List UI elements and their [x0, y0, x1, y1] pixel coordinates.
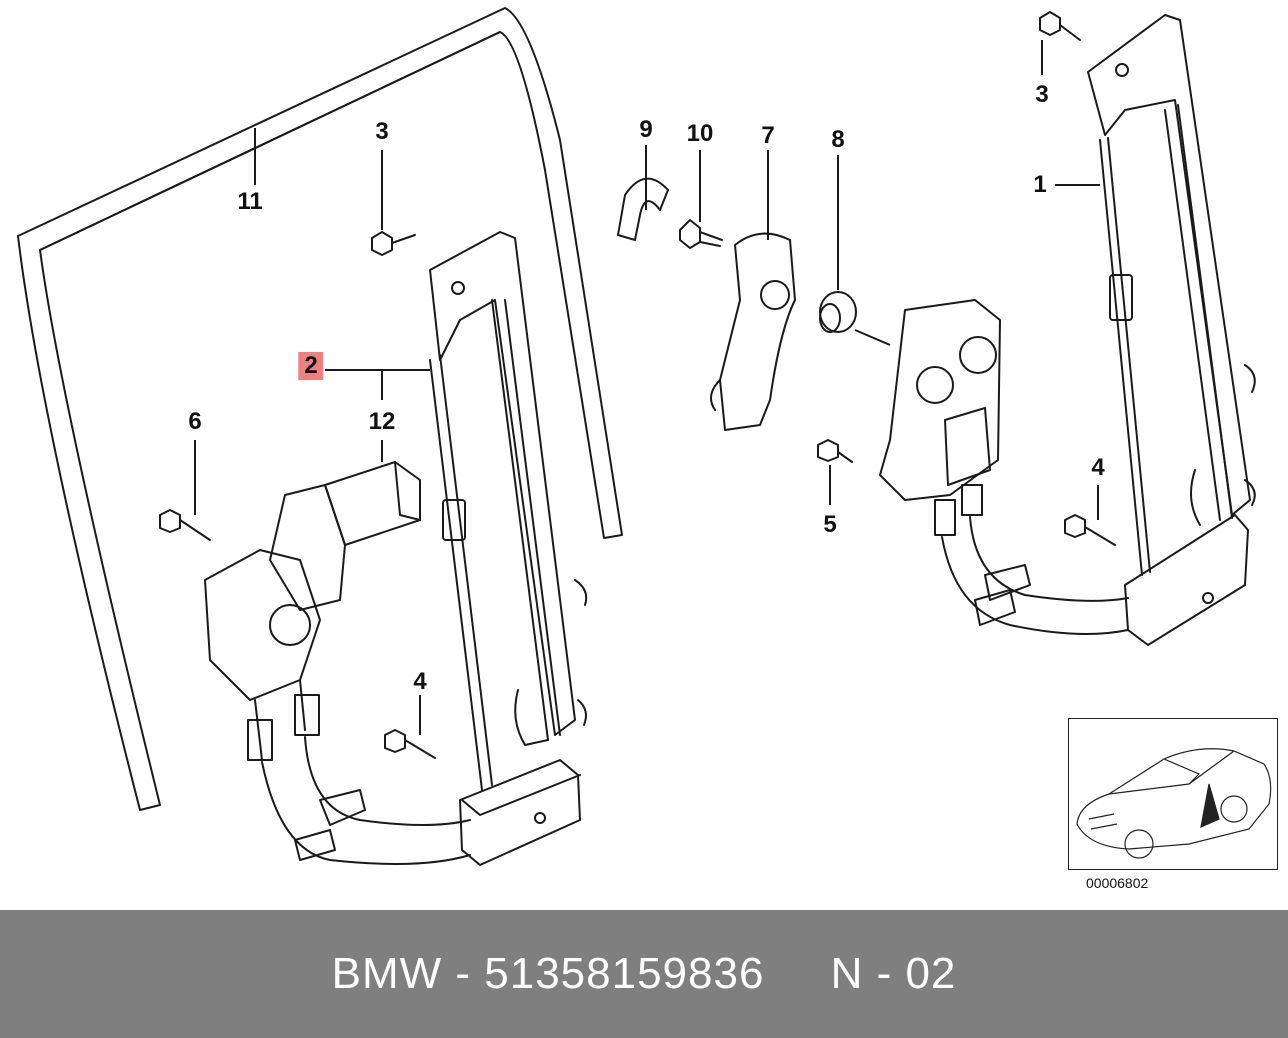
callout-3-right: 3: [1035, 81, 1049, 108]
callout-4-right: 4: [1091, 454, 1105, 481]
diagram-code: 00006802: [1086, 875, 1149, 891]
callout-7: 7: [761, 122, 775, 149]
callout-6: 6: [188, 408, 202, 435]
left-window-regulator: [429, 231, 588, 866]
callout-12: 12: [368, 408, 396, 435]
window-glass-outline: [17, 7, 623, 811]
car-outline-icon: [1076, 748, 1272, 859]
callout-5: 5: [823, 511, 837, 538]
screw-5: [817, 439, 853, 463]
leader-lines: [194, 40, 1100, 735]
bushing: [819, 291, 857, 333]
right-drive-unit: [879, 299, 1129, 635]
brand-text: BMW: [331, 949, 443, 998]
screw-4-right: [1064, 514, 1116, 546]
callout-9: 9: [639, 116, 653, 143]
callout-8: 8: [831, 126, 845, 153]
callout-10: 10: [686, 120, 714, 147]
gap-text: [764, 949, 830, 999]
callout-3-left: 3: [375, 118, 389, 145]
screw-10: [679, 219, 723, 249]
right-window-regulator: [1087, 14, 1256, 646]
callout-11: 11: [237, 188, 263, 215]
cover-cap: [617, 177, 669, 241]
callout-4-left: 4: [413, 668, 427, 695]
parts-diagram: [17, 7, 1256, 866]
screw-6: [159, 509, 211, 541]
callout-1: 1: [1033, 171, 1047, 198]
screw-3-left: [371, 231, 416, 256]
crank-lever: [710, 232, 796, 431]
screw-3-right: [1039, 11, 1081, 41]
part-footer-banner: BMW - 51358159836 N - 02: [0, 910, 1288, 1038]
left-drive-motor: [204, 461, 471, 865]
revision-text: N - 02: [830, 949, 957, 998]
vehicle-location-inset: [1068, 718, 1278, 870]
separator-text: -: [442, 949, 485, 998]
screw-4-left: [384, 729, 436, 759]
callout-2: 2: [298, 352, 324, 380]
part-number-text: 51358159836: [484, 949, 765, 998]
